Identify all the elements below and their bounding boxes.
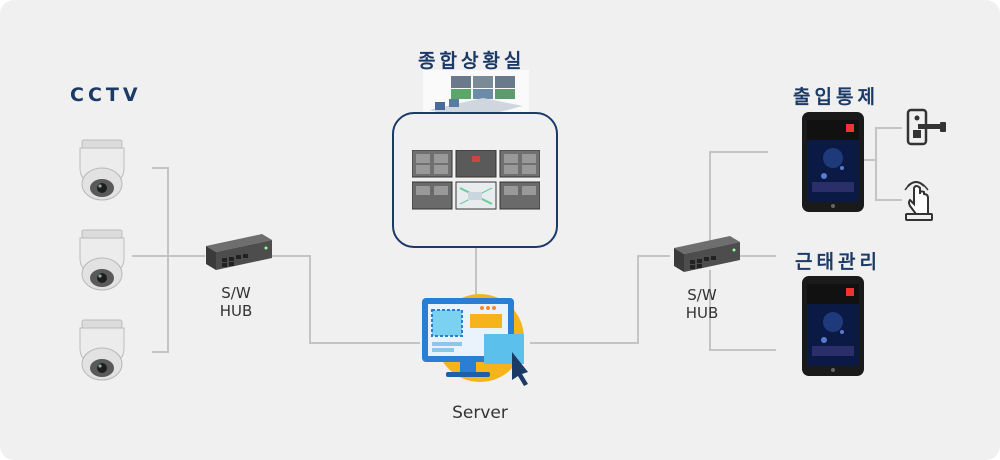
video-wall-icon xyxy=(411,149,541,216)
network-switch-icon xyxy=(668,232,744,280)
control-room-box xyxy=(392,112,558,248)
server-monitor-icon xyxy=(418,288,534,392)
switch-hub-label-line1: S/W xyxy=(687,286,717,304)
switch-hub-label-line1: S/W xyxy=(221,284,251,302)
server-label: Server xyxy=(452,403,508,423)
network-switch-icon xyxy=(200,230,276,278)
exit-button-icon xyxy=(902,178,936,226)
switch-hub-label-line2: HUB xyxy=(685,304,719,322)
door-lock-icon xyxy=(902,108,950,152)
dome-camera-icon xyxy=(72,228,132,298)
face-recognition-terminal-icon xyxy=(802,112,864,216)
switch-hub-label-line2: HUB xyxy=(219,302,253,320)
face-recognition-terminal-icon xyxy=(802,276,864,380)
access-control-title: 출입통제 xyxy=(793,86,879,108)
cctv-title: CCTV xyxy=(70,84,142,106)
switch-hub-label-left: S/W HUB xyxy=(206,284,266,320)
switch-hub-label-right: S/W HUB xyxy=(672,286,732,322)
attendance-title: 근태관리 xyxy=(795,251,881,273)
control-room-title: 종합상황실 xyxy=(418,50,526,72)
dome-camera-icon xyxy=(72,138,132,208)
dome-camera-icon xyxy=(72,318,132,388)
